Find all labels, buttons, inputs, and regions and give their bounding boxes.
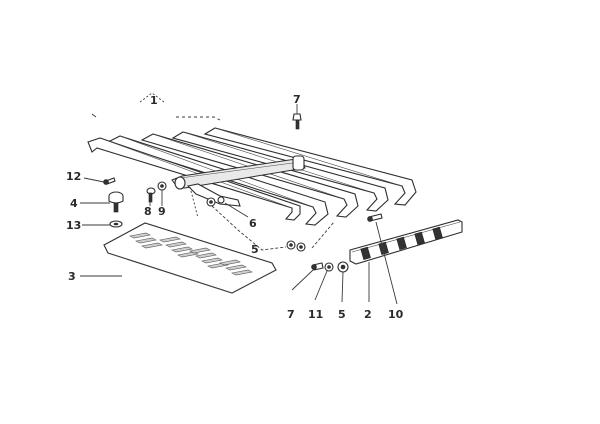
- callout-7-top: 7: [293, 93, 301, 106]
- callout-12: 12: [66, 170, 81, 183]
- callout-1: 1: [150, 94, 158, 107]
- rack-slat-1: [106, 135, 329, 226]
- fastener-13-washer: [109, 220, 123, 228]
- callout-11: 11: [308, 308, 323, 321]
- callout-2: 2: [364, 308, 372, 321]
- callout-9: 9: [158, 205, 166, 218]
- fastener-8-bolt: [146, 187, 156, 203]
- rack-cross-bar-front: [87, 137, 301, 221]
- callout-10: 10: [388, 308, 404, 321]
- fastener-4-knob: [108, 191, 124, 213]
- callout-8: 8: [144, 205, 152, 218]
- callout-labels: 1 7 12 4 13 8 9 6 5 3 7 11 5 2 10: [66, 93, 404, 321]
- fastener-9-nut: [157, 181, 167, 191]
- roof-rack-assembly: [87, 127, 417, 226]
- rack-slat-3: [171, 131, 389, 212]
- rack-bar-end: [174, 176, 186, 190]
- fastener-washers-6: [206, 196, 225, 207]
- callout-5-lower: 5: [338, 308, 346, 321]
- callout-3: 3: [68, 270, 76, 283]
- callout-4: 4: [70, 197, 78, 210]
- rack-slat-2: [140, 133, 359, 218]
- fastener-washers-5: [286, 240, 306, 252]
- fastener-7-bottom: [311, 262, 324, 271]
- floor-mat: [103, 222, 277, 294]
- fastener-5-washer: [337, 261, 349, 273]
- side-strip: [349, 219, 463, 265]
- rack-slat-4: [203, 127, 417, 206]
- callout-13: 13: [66, 219, 81, 232]
- fastener-7-top: [292, 113, 302, 130]
- callout-5-upper: 5: [251, 243, 259, 256]
- fastener-11-nut: [324, 262, 334, 272]
- fastener-10-screw: [367, 213, 383, 222]
- callout-6: 6: [249, 217, 257, 230]
- floor-mat-slots: [129, 232, 253, 276]
- rack-clamp: [292, 155, 305, 171]
- mounting-bracket: [186, 183, 241, 207]
- callout-7-bottom: 7: [287, 308, 295, 321]
- fastener-12-screw: [103, 177, 116, 185]
- leader-lines: [80, 92, 398, 305]
